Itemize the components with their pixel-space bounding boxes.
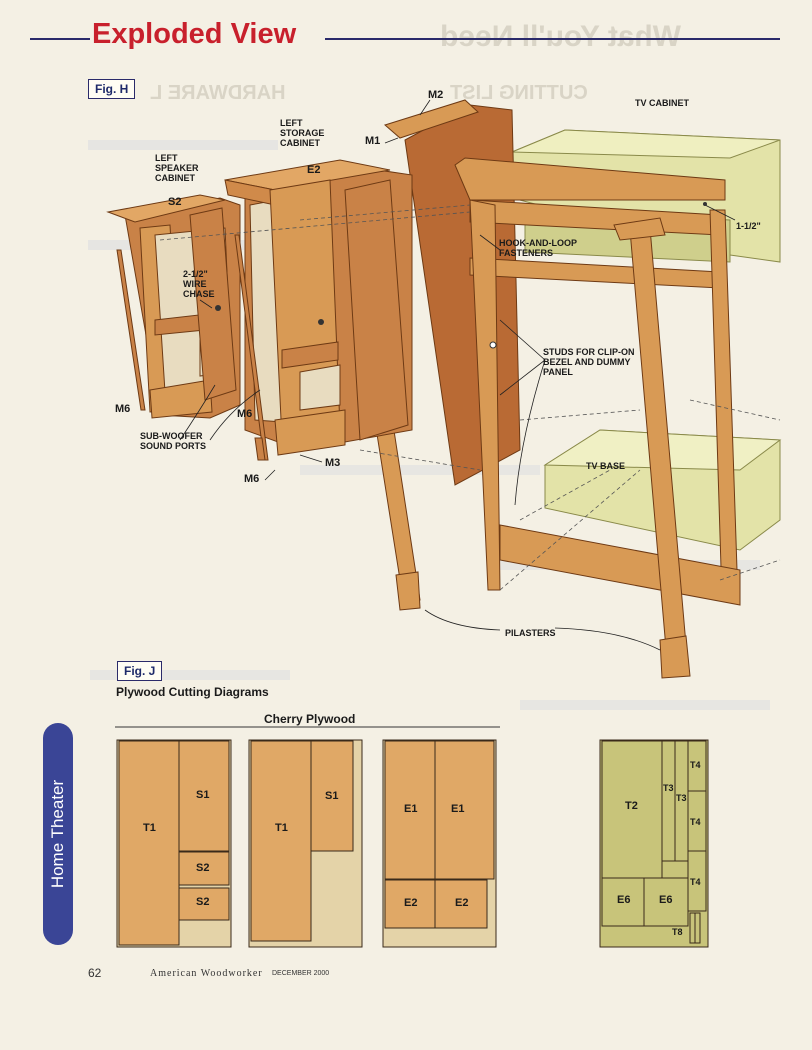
fig-j-title: Plywood Cutting Diagrams bbox=[116, 685, 269, 699]
sheet3-e2-left: E2 bbox=[404, 897, 418, 909]
part-code-e2: E2 bbox=[307, 164, 321, 176]
magazine-name: American Woodworker bbox=[150, 968, 263, 979]
sheet4-t4-c: T4 bbox=[690, 877, 701, 887]
sheet4-t2: T2 bbox=[625, 800, 638, 812]
label-tv-base: TV BASE bbox=[586, 461, 626, 471]
sheet1-t1: T1 bbox=[143, 822, 156, 834]
sheet4-t3-b: T3 bbox=[676, 793, 687, 803]
sheet1-s1: S1 bbox=[196, 789, 210, 801]
label-tv-cabinet: TV CABINET bbox=[635, 98, 689, 108]
sheet4-t3-a: T3 bbox=[663, 783, 674, 793]
label-studs: STUDS FOR CLIP-ON BEZEL AND DUMMY PANEL bbox=[543, 347, 635, 377]
part-code-m2: M2 bbox=[428, 89, 444, 101]
page-title: Exploded View bbox=[92, 18, 297, 50]
label-hook-and-loop: HOOK-AND-LOOP FASTENERS bbox=[499, 238, 577, 258]
sheet1-s2-top: S2 bbox=[196, 862, 210, 874]
sheet2-s1: S1 bbox=[325, 790, 339, 802]
label-wire-chase: 2-1/2" WIRE CHASE bbox=[183, 269, 215, 299]
sheet4-e6-left: E6 bbox=[617, 894, 631, 906]
sheet4-t8: T8 bbox=[672, 927, 683, 937]
fig-j-tag: Fig. J bbox=[117, 661, 163, 681]
section-tab: Home Theater bbox=[43, 723, 73, 945]
section-tab-label: Home Theater bbox=[48, 779, 67, 889]
sheet-3 bbox=[382, 739, 497, 948]
speaker-cabinet-shape bbox=[106, 194, 241, 419]
sheet-4 bbox=[599, 739, 709, 948]
label-sub-woofer-ports: SUB-WOOFER SOUND PORTS bbox=[140, 431, 207, 451]
sheet4-e6-right: E6 bbox=[659, 894, 673, 906]
sheet3-e2-right: E2 bbox=[455, 897, 469, 909]
label-left-storage-cabinet: LEFT STORAGE CABINET bbox=[280, 118, 325, 148]
page-number: 62 bbox=[88, 966, 102, 980]
fig-j-material: Cherry Plywood bbox=[264, 712, 356, 726]
part-code-m6-bottom: M6 bbox=[244, 473, 260, 485]
label-pilasters: PILASTERS bbox=[505, 628, 556, 638]
sheet4-t4-b: T4 bbox=[690, 817, 701, 827]
sheet2-t1: T1 bbox=[275, 822, 288, 834]
molding-strips bbox=[116, 234, 269, 461]
sheet4-t4-a: T4 bbox=[690, 760, 701, 770]
title-rule-left bbox=[30, 38, 90, 40]
sheet-2 bbox=[248, 739, 363, 948]
sheet-1 bbox=[116, 739, 232, 948]
part-code-m6-middle: M6 bbox=[237, 408, 253, 420]
label-dimension: 1-1/2" bbox=[736, 221, 761, 231]
title-rule-right bbox=[325, 38, 780, 40]
part-code-m1: M1 bbox=[365, 135, 381, 147]
issue-date: DECEMBER 2000 bbox=[272, 970, 330, 977]
fig-h-tag: Fig. H bbox=[88, 79, 136, 99]
label-left-speaker-cabinet: LEFT SPEAKER CABINET bbox=[155, 153, 199, 183]
sheet3-e1-right: E1 bbox=[451, 803, 465, 815]
part-code-s2: S2 bbox=[168, 196, 182, 208]
sheet1-s2-bottom: S2 bbox=[196, 896, 210, 908]
sheet3-e1-left: E1 bbox=[404, 803, 418, 815]
storage-cabinet-shape bbox=[224, 159, 413, 456]
part-code-m6-left: M6 bbox=[115, 403, 131, 415]
part-code-m3: M3 bbox=[325, 457, 341, 469]
